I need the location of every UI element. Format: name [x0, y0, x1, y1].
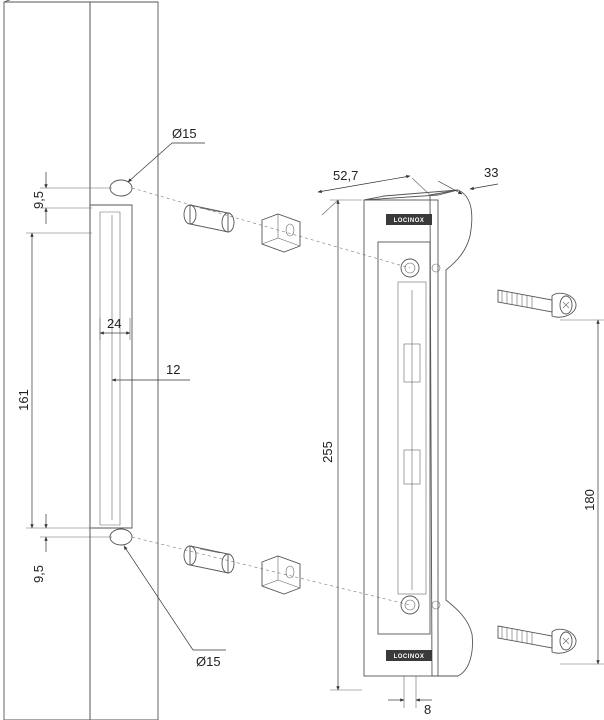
nut-lower: [261, 555, 301, 595]
keep-screw-hole-upper-inner: [404, 262, 416, 274]
nut-upper: [261, 213, 301, 253]
keep-logo-plate-top: [386, 214, 432, 225]
post-hole-upper: [109, 179, 133, 197]
keep-front-face: [363, 199, 439, 677]
screw-lower: [497, 625, 577, 654]
dim-keep-width: 52,7: [317, 168, 431, 216]
dim-keep-depth-label: 33: [484, 165, 498, 180]
dim-cutout-height: 161: [16, 232, 92, 529]
dim-keep-depth: 33: [437, 165, 499, 195]
dim-keep-depth-arrow-b: [469, 183, 499, 190]
dim-hole-upper-label: Ø15: [172, 126, 197, 141]
dim-hole-lower-leader: [123, 545, 194, 651]
dim-hole-upper-leader: [127, 142, 173, 183]
dim-keep-width-line: [317, 174, 411, 194]
keep-top-face: [363, 189, 459, 201]
dim-cutout-width: 24: [99, 316, 131, 340]
dim-screw-spacing: 180: [560, 319, 604, 665]
dim-keep-thickness: 8: [388, 676, 432, 717]
gate-post: [3, 0, 159, 720]
dim-hole-lower: Ø15: [123, 545, 226, 669]
keep-recess: [377, 241, 431, 635]
dim-keep-height-label: 255: [320, 441, 335, 463]
keep-profile: [429, 189, 473, 677]
dim-keep-height: 255: [320, 199, 362, 691]
keep-logo-bottom: LOCINOX: [394, 654, 425, 660]
post-hole-lower: [109, 528, 133, 546]
bushing-lower: [183, 545, 235, 574]
screw-upper: [497, 289, 577, 318]
dim-hole-upper: Ø15: [127, 126, 205, 183]
bushing-upper: [183, 204, 235, 233]
post-top-edge: [3, 0, 11, 3]
dim-keep-depth-arrow-a: [437, 180, 463, 195]
dim-offset-top: 9,5: [31, 172, 112, 224]
keep-logo-top: LOCINOX: [394, 218, 425, 224]
dim-cutout-height-label: 161: [16, 389, 31, 411]
post-cutout-inner: [99, 211, 121, 526]
assembly-axes: [131, 187, 411, 606]
dim-hole-lower-label: Ø15: [196, 654, 221, 669]
keep-side-hole-lower: [431, 600, 441, 610]
keep-side-hole-upper: [431, 263, 441, 273]
keep-slot: [397, 281, 427, 595]
post-cutout: [89, 204, 133, 529]
keep-logo-plate-bottom: [386, 650, 432, 661]
dim-keep-width-label: 52,7: [333, 168, 358, 183]
dim-offset-bottom-label: 9,5: [31, 565, 46, 583]
post-side-face: [3, 1, 91, 720]
dim-cutout-offset: 12: [111, 362, 190, 382]
dim-offset-top-label: 9,5: [31, 191, 46, 209]
keep-screw-hole-lower-inner: [404, 599, 416, 611]
dim-offset-bottom: 9,5: [31, 514, 112, 583]
lock-keep: LOCINOX LOCINOX: [363, 189, 473, 677]
dim-cutout-offset-label: 12: [166, 362, 180, 377]
dim-screw-spacing-label: 180: [582, 489, 597, 511]
axis-lower: [131, 536, 411, 606]
keep-screw-hole-lower: [400, 595, 420, 615]
dim-keep-thickness-label: 8: [424, 702, 431, 717]
keep-screw-hole-upper: [400, 258, 420, 278]
dim-cutout-width-label: 24: [107, 316, 121, 331]
